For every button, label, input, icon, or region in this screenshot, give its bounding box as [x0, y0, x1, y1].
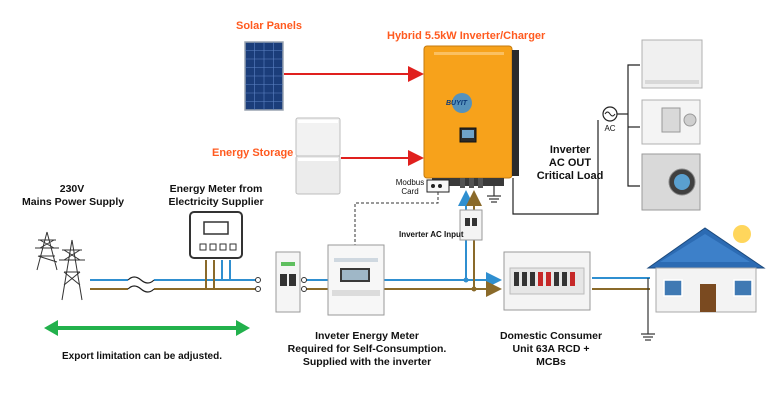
inverter-energy-meter-icon: [327, 244, 385, 316]
modbus-card-label: Modbus Card: [393, 178, 427, 196]
mains-label-line1: 230V: [59, 183, 85, 195]
inverter-meter-line3: Supplied with the inverter: [302, 356, 432, 368]
solar-panels-label: Solar Panels: [236, 20, 303, 32]
ground-icon: [487, 186, 501, 203]
inverter-title: Hybrid 5.5kW Inverter/Charger: [387, 30, 546, 42]
ac-out-line: [512, 120, 599, 215]
modbus-line2: Card: [401, 187, 419, 196]
battery-storage-icon: [295, 117, 341, 195]
inverter-meter-label: Inveter Energy Meter Required for Self-C…: [282, 330, 452, 369]
ac-input-breaker-icon: [459, 209, 483, 241]
house-icon: [646, 225, 766, 313]
solar-panel-icon: [244, 41, 284, 111]
inverter-meter-line2: Required for Self-Consumption.: [287, 343, 447, 355]
supplier-energy-meter-icon: [189, 211, 243, 259]
supplier-meter-line2: Electricity Supplier: [168, 196, 264, 208]
critical-load-appliances: [641, 39, 703, 211]
consumer-unit-label: Domestic Consumer Unit 63A RCD + MCBs: [486, 330, 616, 369]
mains-supply-label: 230V Mains Power Supply: [22, 183, 125, 209]
consumer-unit-icon: [503, 251, 591, 311]
modbus-line1: Modbus: [395, 178, 425, 187]
house-ground-icon: [641, 278, 655, 341]
ac-out-line1: Inverter: [549, 144, 591, 156]
supplier-meter-line1: Energy Meter from: [169, 183, 263, 195]
hybrid-inverter-icon: [423, 45, 519, 188]
consumer-unit-line3: MCBs: [536, 356, 566, 368]
modbus-link-line: [354, 192, 439, 245]
ac-out-label: Inverter AC OUT Critical Load: [530, 144, 610, 183]
mains-label-line2: Mains Power Supply: [22, 196, 125, 208]
inverter-ac-input-label: Inverter AC Input: [399, 230, 464, 239]
supplier-meter-label: Energy Meter from Electricity Supplier: [160, 183, 272, 209]
energy-storage-label: Energy Storage: [212, 147, 294, 159]
main-breaker-icon: [275, 251, 301, 313]
export-limit-label: Export limitation can be adjusted.: [61, 351, 223, 362]
export-limit-arrow: [44, 320, 250, 336]
ac-out-line3: Critical Load: [536, 170, 604, 182]
consumer-unit-line2: Unit 63A RCD +: [512, 343, 590, 355]
ac-out-line2: AC OUT: [548, 157, 592, 169]
power-pylon-icon: [35, 231, 85, 301]
inverter-meter-line1: Inveter Energy Meter: [315, 330, 419, 342]
consumer-unit-line1: Domestic Consumer: [499, 330, 603, 342]
ac-symbol-label: AC: [604, 124, 616, 133]
modbus-card-icon: [426, 179, 450, 193]
brand-logo: BUYIT: [446, 100, 467, 107]
